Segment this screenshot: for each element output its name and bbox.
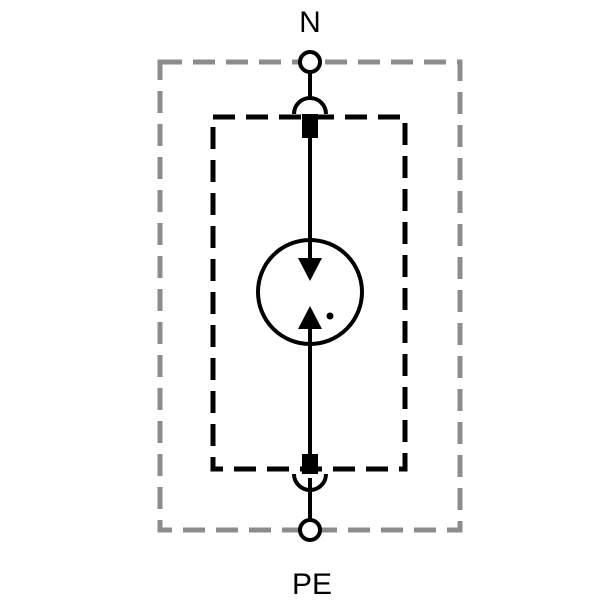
- terminal-label-bottom: PE: [292, 568, 332, 600]
- arrow-down-icon: [298, 258, 322, 281]
- terminal-top[interactable]: [298, 50, 322, 74]
- gas-dot-icon: [326, 312, 334, 320]
- bottom-contact-block: [302, 454, 318, 478]
- top-contact-block: [302, 114, 318, 138]
- arrow-up-icon: [298, 306, 322, 329]
- terminal-label-top: N: [299, 6, 321, 39]
- top-crossover-arc: [292, 96, 328, 115]
- terminal-bottom[interactable]: [298, 518, 322, 542]
